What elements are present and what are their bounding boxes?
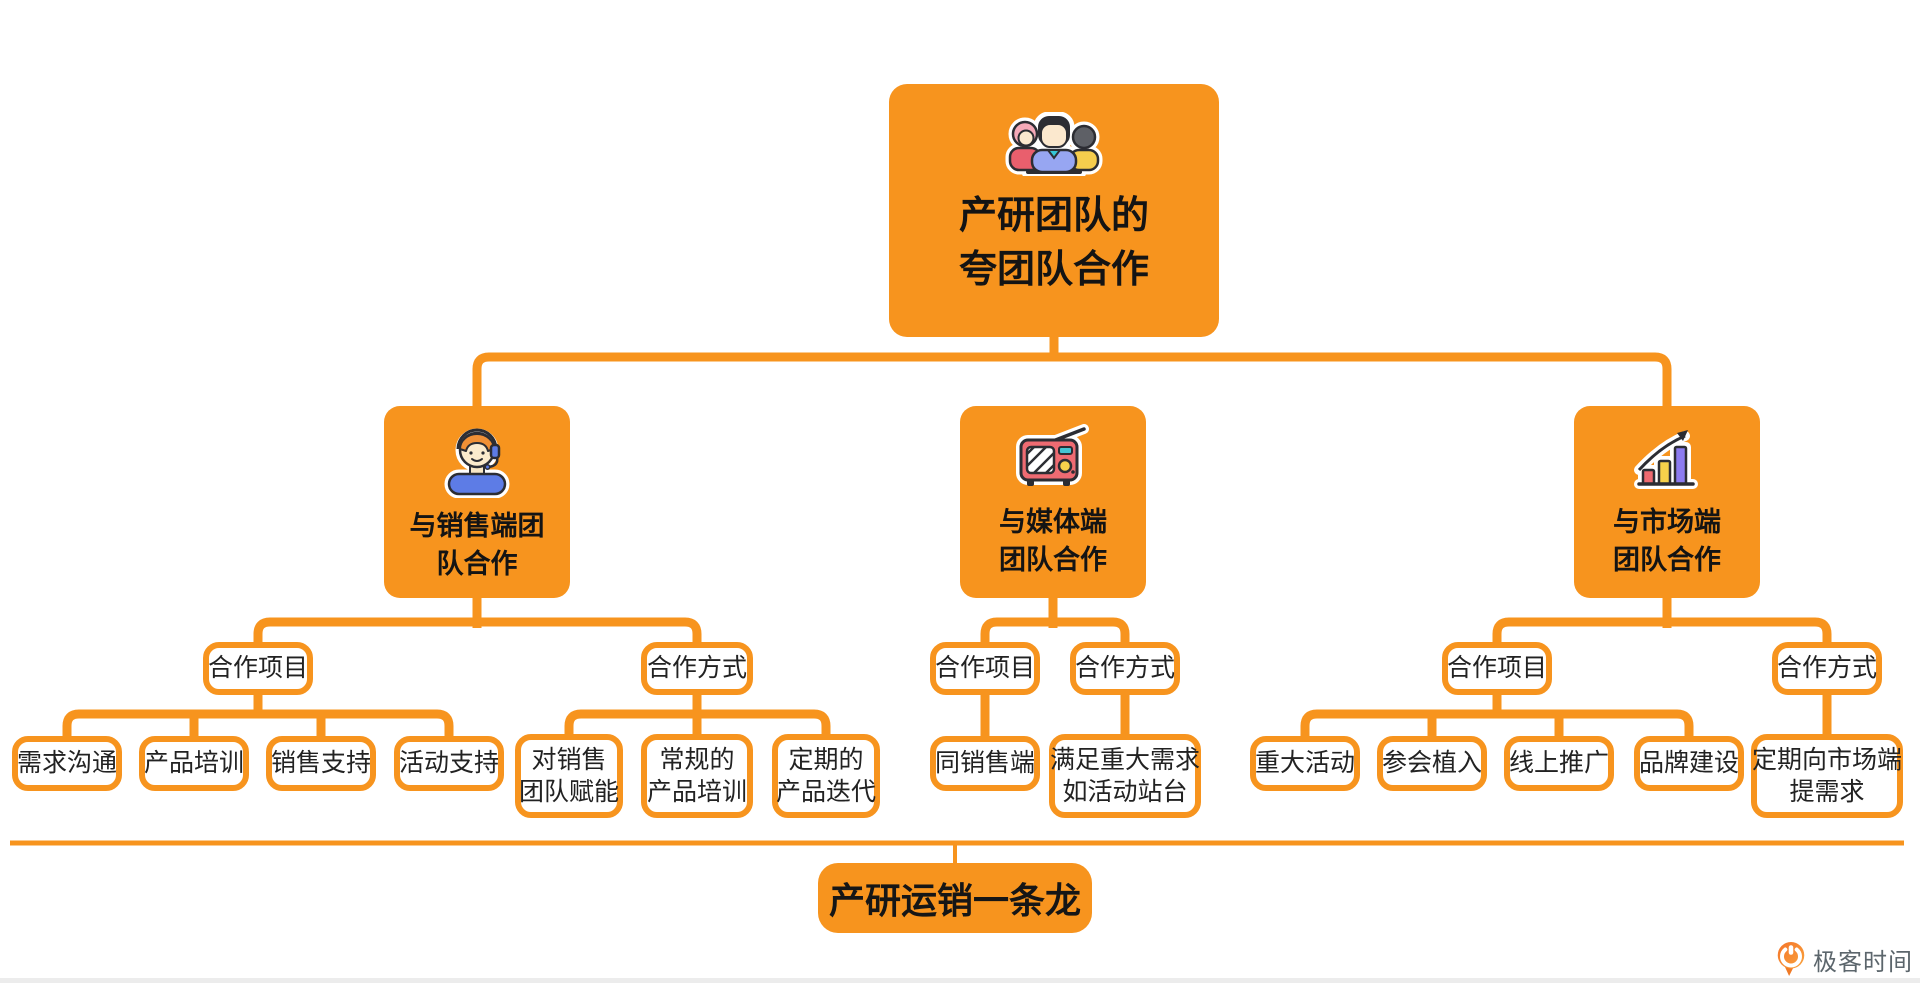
leaf-major-needs-event-platform[interactable]: 满足重大需求 如活动站台 (1049, 734, 1201, 818)
bar-chart-icon (1634, 430, 1698, 489)
radio-icon (1016, 424, 1089, 486)
branch-node-sales[interactable]: 与销售端团 队合作 (384, 406, 570, 598)
leaf-periodic-product-iteration[interactable]: 定期的 产品迭代 (772, 734, 880, 818)
headset-person-icon (444, 428, 510, 498)
branch-title: 与媒体端 团队合作 (999, 507, 1107, 575)
branch-title: 与销售端团 队合作 (409, 511, 545, 579)
root-node[interactable]: 产研团队的 夸团队合作 (889, 84, 1219, 337)
media-projects-label[interactable]: 合作项目 (930, 642, 1040, 695)
branch-title: 与市场端 团队合作 (1613, 507, 1721, 575)
brand-watermark: 极客时间 (1775, 941, 1913, 977)
leaf-event-support[interactable]: 活动支持 (394, 736, 504, 791)
branch-node-media[interactable]: 与媒体端 团队合作 (960, 406, 1146, 598)
leaf-empower-sales-team[interactable]: 对销售 团队赋能 (515, 734, 623, 818)
leaf-brand-building[interactable]: 品牌建设 (1634, 736, 1744, 791)
media-methods-label[interactable]: 合作方式 (1070, 642, 1180, 695)
sales-projects-label[interactable]: 合作项目 (203, 642, 313, 695)
leaf-demand-communication[interactable]: 需求沟通 (12, 736, 122, 791)
leaf-conference-placement[interactable]: 参会植入 (1377, 736, 1487, 791)
leaf-same-as-sales[interactable]: 同销售端 (930, 736, 1040, 791)
leaf-regular-product-training[interactable]: 常规的 产品培训 (641, 734, 753, 818)
team-people-icon (1005, 112, 1103, 176)
sales-methods-label[interactable]: 合作方式 (641, 642, 753, 695)
summary-banner[interactable]: 产研运销一条龙 (818, 863, 1092, 933)
geektime-logo-icon (1777, 941, 1805, 977)
branch-node-market[interactable]: 与市场端 团队合作 (1574, 406, 1760, 598)
root-title: 产研团队的 夸团队合作 (958, 195, 1149, 291)
brand-name: 极客时间 (1813, 948, 1913, 976)
leaf-sales-support[interactable]: 销售支持 (266, 736, 376, 791)
market-projects-label[interactable]: 合作项目 (1442, 642, 1552, 695)
summary-divider (10, 840, 1904, 863)
bottom-edge (0, 978, 1920, 983)
leaf-online-promotion[interactable]: 线上推广 (1504, 736, 1614, 791)
market-methods-label[interactable]: 合作方式 (1772, 642, 1882, 695)
leaf-periodic-requirements-to-market[interactable]: 定期向市场端 提需求 (1751, 734, 1903, 818)
leaf-product-training[interactable]: 产品培训 (139, 736, 249, 791)
leaf-major-events[interactable]: 重大活动 (1250, 736, 1360, 791)
